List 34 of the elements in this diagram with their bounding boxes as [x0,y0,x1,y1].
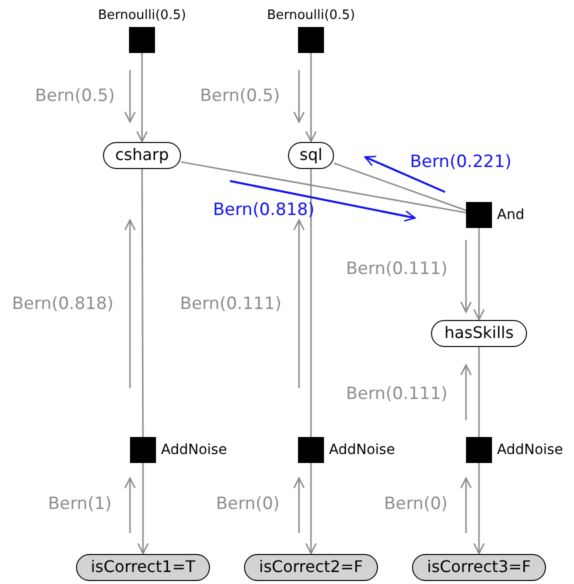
connector-line [473,228,485,320]
variable-node: sql [288,142,334,168]
factor-label: AddNoise [497,442,563,458]
connector-line [473,463,485,554]
connector-line [305,53,317,142]
message-label: Bern(0.818) [213,200,315,220]
message-label: Bern(0.111) [180,294,282,314]
observed-variable: isCorrect2=F [244,554,378,580]
message-label: Bern(0.111) [346,384,448,404]
message-label: Bern(0.111) [346,259,448,279]
message-label: Bern(1) [48,494,112,514]
factor-label: AddNoise [161,442,227,458]
connector-line [136,53,148,142]
factor-label: Bernoulli(0.5) [266,8,356,23]
message-label: Bern(0.221) [410,152,512,172]
variable-node: hasSkills [431,320,527,346]
connector-line [310,168,312,437]
message-label: Bern(0.818) [12,294,114,314]
factor-label: AddNoise [329,442,395,458]
variable-node: csharp [103,142,181,168]
message-label: Bern(0) [384,494,448,514]
connector-line [137,463,149,554]
message-label: Bern(0) [216,494,280,514]
connector-line [305,463,317,554]
observed-variable: isCorrect3=F [412,554,546,580]
connector-line [334,162,466,212]
message-label: Bern(0.5) [200,86,280,106]
message-label: Bern(0.5) [35,86,115,106]
connector-line [180,161,466,214]
factor-label: Bernoulli(0.5) [98,8,186,23]
observed-variable: isCorrect1=T [76,554,210,580]
connector-line [478,346,480,437]
factor-label: And [497,207,524,223]
connector-line [141,168,144,437]
